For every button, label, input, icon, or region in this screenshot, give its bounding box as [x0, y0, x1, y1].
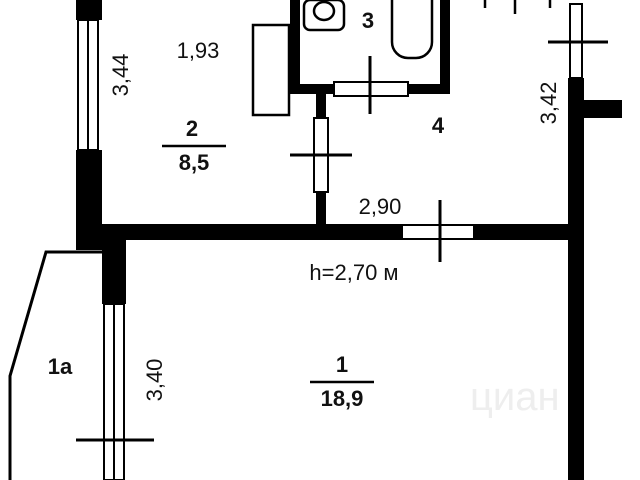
watermark: циан [470, 375, 560, 419]
room-labels: 2 8,5 3 4 1 18,9 1a [48, 8, 445, 411]
room-3-number: 3 [362, 8, 374, 33]
windows [76, 3, 608, 480]
bathtub [390, 0, 434, 60]
room-4-number: 4 [432, 113, 445, 138]
room-2-number: 2 [186, 116, 198, 141]
left-wall-upper [76, 0, 102, 20]
right-wall [568, 78, 584, 480]
dim-room1-left-wall: 3,40 [142, 359, 167, 402]
bathroom-left-wall [290, 0, 300, 92]
bathroom-right-wall [440, 0, 450, 94]
right-wall-stub [584, 100, 622, 118]
toilet-bowl [312, 0, 336, 22]
room-1a-number: 1a [48, 354, 73, 379]
ceiling-height: h=2,70 м [309, 260, 398, 285]
cabinet [251, 23, 291, 117]
left-wall-lower [102, 240, 126, 304]
room-2-area: 8,5 [179, 150, 210, 175]
room-1-area: 18,9 [321, 386, 364, 411]
balcony-outline [8, 250, 102, 480]
dim-room2-left-wall: 3,44 [108, 54, 133, 97]
doors [290, 56, 475, 262]
room-1-number: 1 [336, 352, 348, 377]
fixtures [251, 0, 552, 117]
dimension-labels: 1,93 3,44 3,42 2,90 3,40 h=2,70 м [108, 38, 561, 401]
door-room1 [401, 224, 475, 240]
dim-room2-width: 1,93 [177, 38, 220, 63]
dim-corridor-wall: 2,90 [359, 194, 402, 219]
dim-room4-right-wall: 3,42 [536, 82, 561, 125]
